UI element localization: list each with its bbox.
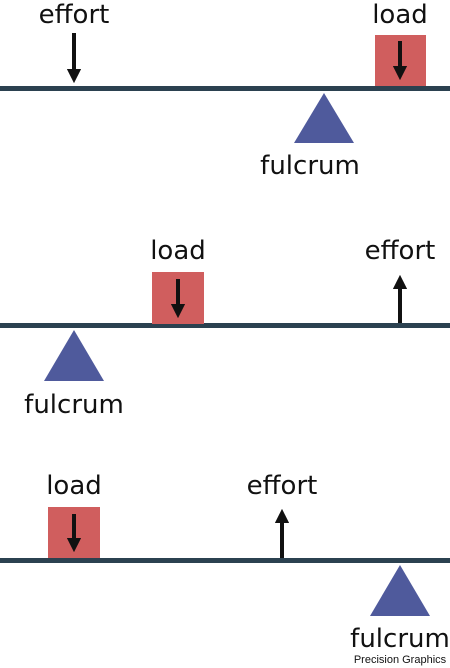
lever-1-beam bbox=[0, 86, 450, 91]
lever-1-effort-label: effort bbox=[39, 0, 110, 30]
lever-3-beam bbox=[0, 558, 450, 563]
lever-3-fulcrum-label: fulcrum bbox=[350, 624, 450, 654]
lever-3-load-label: load bbox=[46, 471, 102, 501]
lever-2-load-label: load bbox=[150, 236, 206, 266]
lever-1-load-label: load bbox=[372, 0, 428, 30]
credit-text: Precision Graphics bbox=[354, 654, 447, 666]
lever-3: fulcrum load effort bbox=[0, 471, 450, 654]
lever-2: fulcrum load effort bbox=[0, 236, 450, 420]
lever-1-fulcrum-label: fulcrum bbox=[260, 151, 360, 181]
lever-3-fulcrum-triangle bbox=[370, 565, 430, 616]
lever-1: fulcrum effort load bbox=[0, 0, 450, 181]
lever-1-fulcrum-triangle bbox=[294, 93, 354, 143]
lever-2-effort-label: effort bbox=[365, 236, 436, 266]
lever-3-effort-label: effort bbox=[247, 471, 318, 501]
lever-2-beam bbox=[0, 323, 450, 328]
lever-2-fulcrum-triangle bbox=[44, 330, 104, 381]
lever-2-fulcrum-label: fulcrum bbox=[24, 390, 124, 420]
